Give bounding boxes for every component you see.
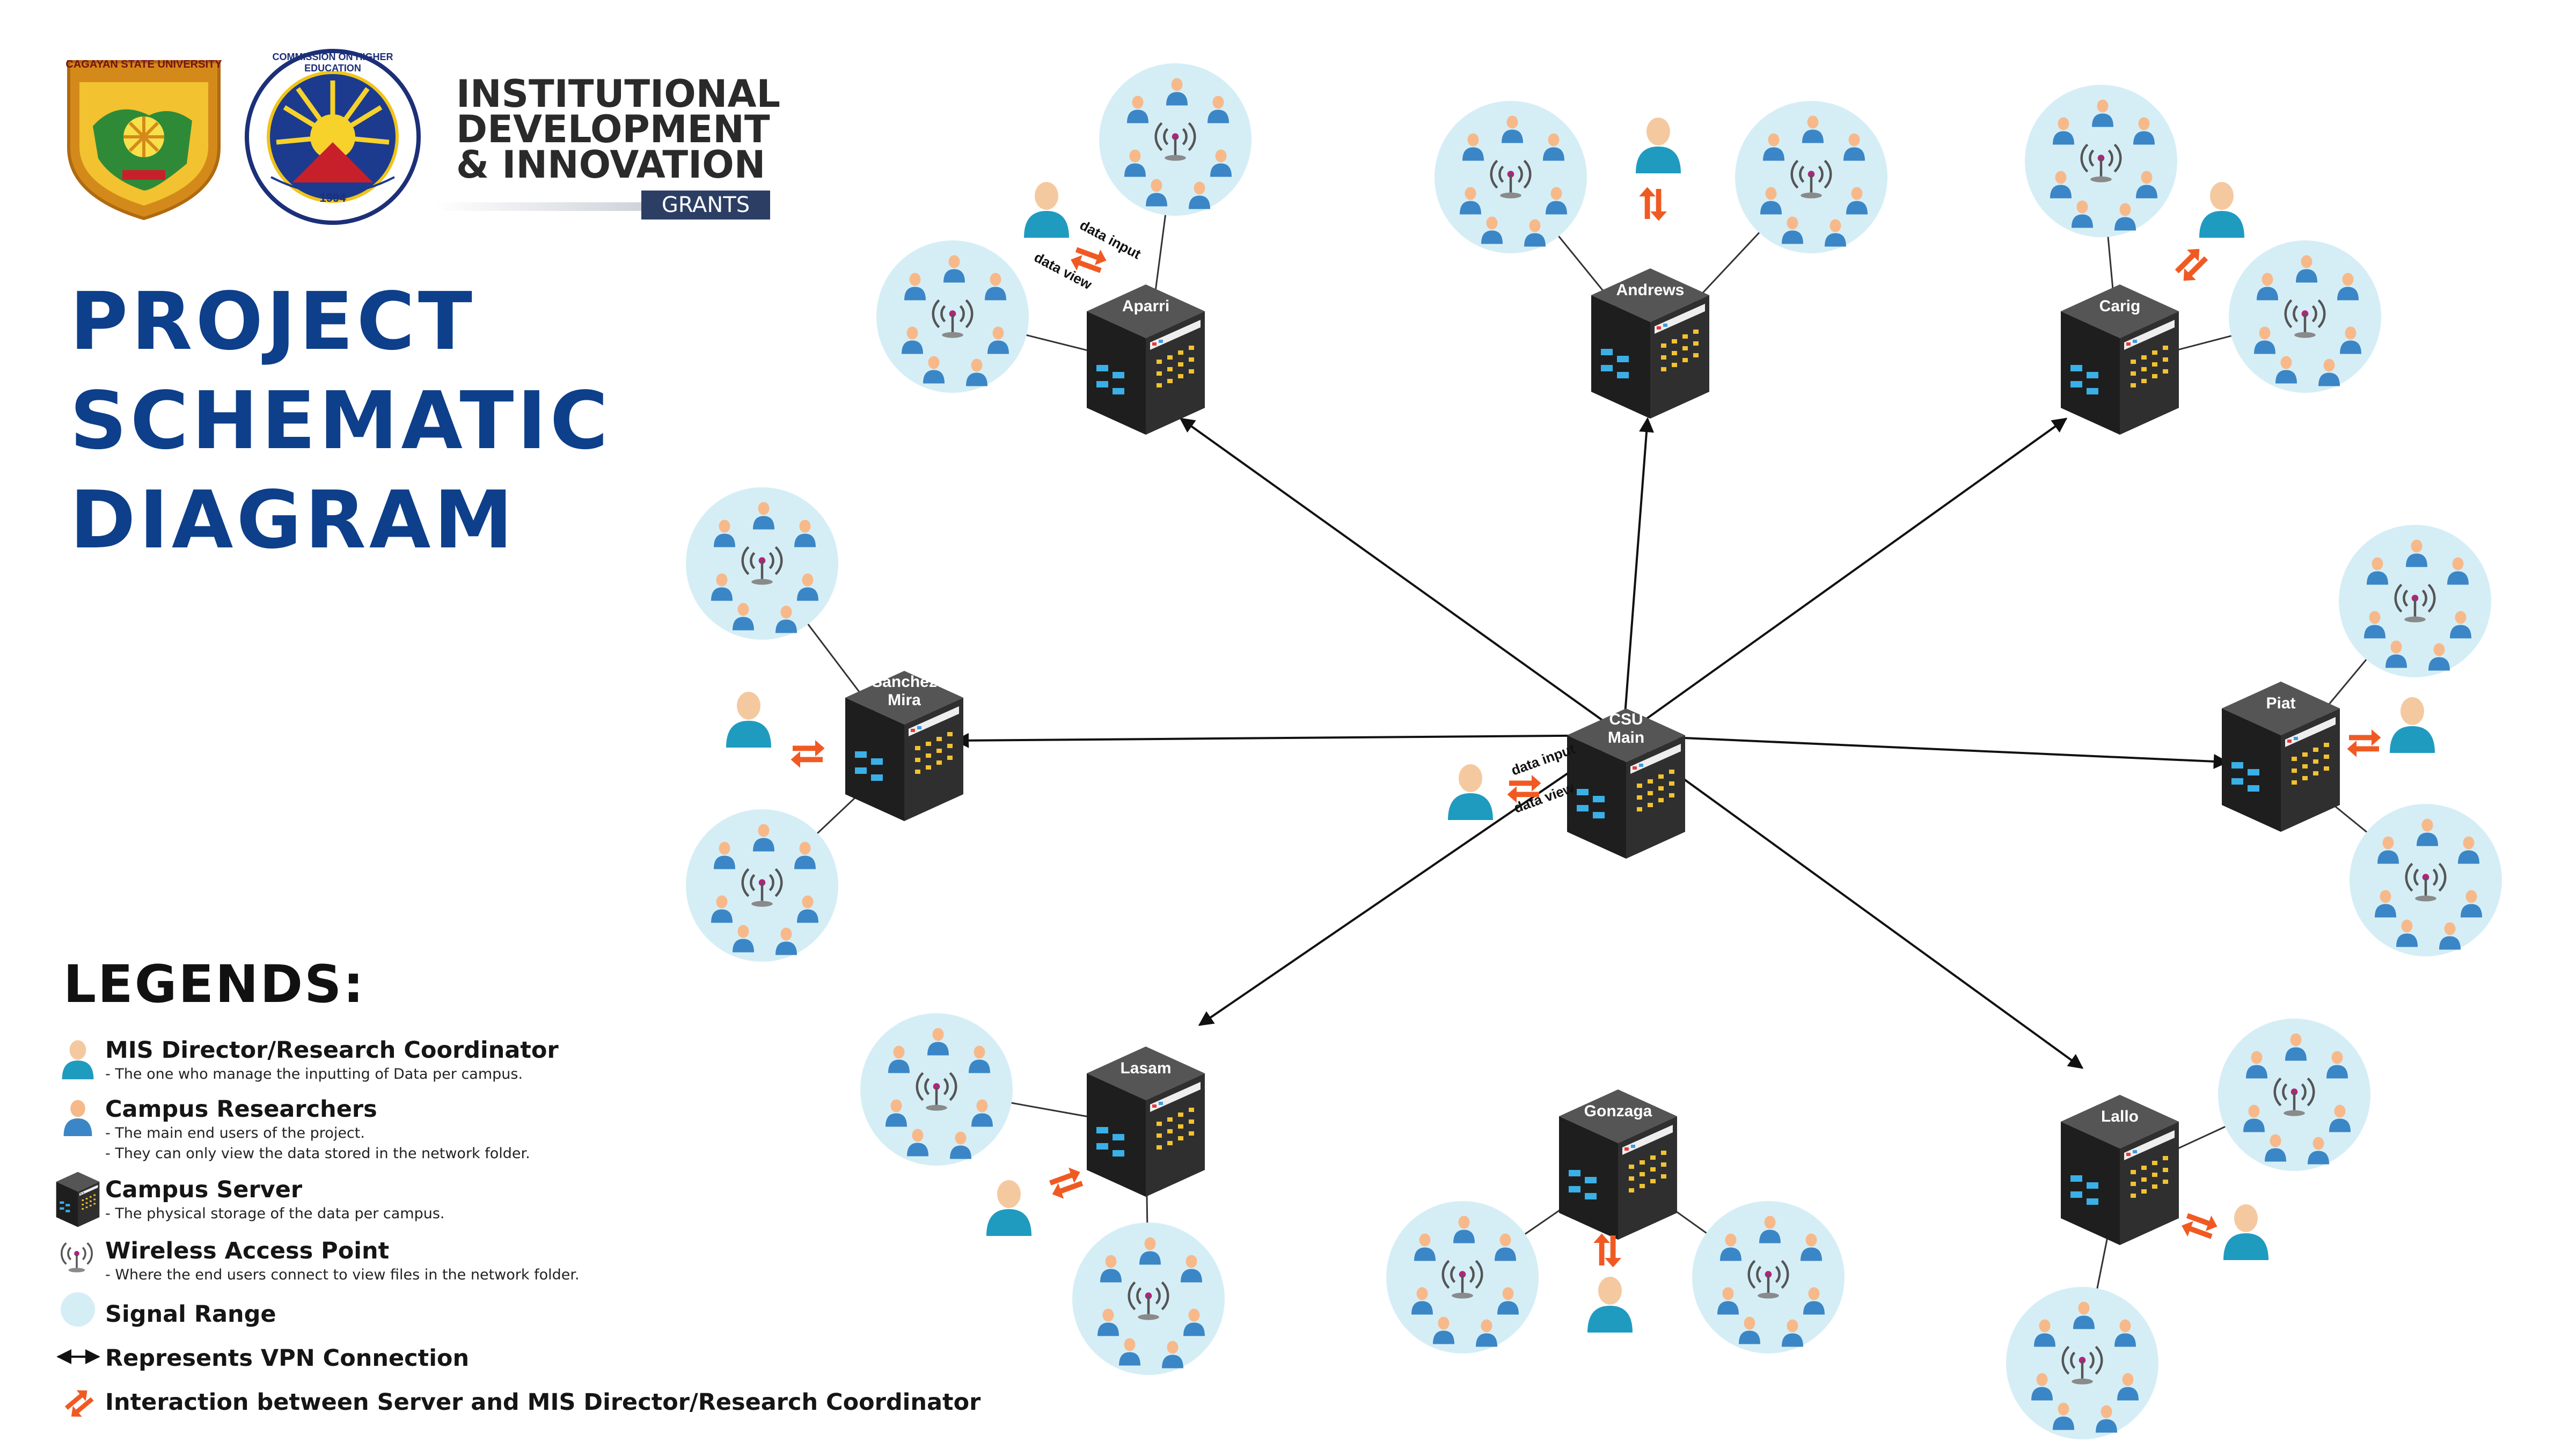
legend-label-campus-server: Campus Server [105, 1176, 303, 1203]
piat-interaction-arrows-icon [2347, 729, 2381, 757]
legend-label-mis-director: MIS Director/Research Coordinator [105, 1037, 559, 1064]
legend-signal-range-icon [61, 1292, 95, 1327]
signal-clusters [686, 63, 2502, 1439]
vpn-line-lasam [1198, 734, 1625, 1026]
vpn-line-andrews [1616, 417, 1655, 737]
carig-interaction-arrows [2169, 243, 2214, 287]
legend-desc-researchers-1: - The main end users of the project. [105, 1125, 365, 1141]
legend-label-researchers: Campus Researchers [105, 1096, 377, 1123]
vpn-line-lallo [1622, 734, 2084, 1069]
carig-server-label: Carig [2099, 297, 2141, 315]
idig-line-1: INSTITUTIONAL [456, 72, 781, 116]
csu-ring-text: CAGAYAN STATE UNIVERSITY [65, 58, 222, 70]
title-line-3: DIAGRAM [70, 474, 516, 566]
lasam-mis-director-icon [986, 1180, 1031, 1236]
ched-ring-text: COMMISSION ON HIGHER EDUCATION [272, 52, 393, 74]
csu-main-server-label-2: Main [1608, 729, 1644, 747]
piat-server-label: Piat [2266, 694, 2295, 712]
grants-badge: GRANTS [641, 191, 770, 219]
title-line-2: SCHEMATIC [70, 375, 612, 467]
legend-desc-wireless-ap: - Where the end users connect to view fi… [105, 1267, 580, 1283]
legend-mis-director-icon [62, 1040, 94, 1080]
lallo-server-label: Lallo [2101, 1108, 2139, 1125]
carig-mis-director-icon [2199, 182, 2244, 238]
andrews-server-label: Andrews [1616, 281, 1685, 299]
csu-main-mis-director-icon [1448, 764, 1493, 820]
carig-interaction-arrows-icon [2169, 243, 2214, 287]
andrews-mis-director-icon [1636, 118, 1681, 173]
legend-wireless-access-point-icon [61, 1242, 93, 1274]
ched-year: 1994 [319, 191, 346, 204]
legend-desc-mis-director: - The one who manage the inputting of Da… [105, 1066, 523, 1082]
ched-seal-logo: COMMISSION ON HIGHER EDUCATION 1994 [244, 48, 421, 225]
legend-label-signal-range: Signal Range [105, 1301, 276, 1328]
gonzaga-mis-director-icon [1587, 1277, 1633, 1333]
legend-label-vpn: Represents VPN Connection [105, 1345, 470, 1372]
vpn-line-piat [1622, 728, 2229, 769]
legend-desc-campus-server: - The physical storage of the data per c… [105, 1205, 445, 1222]
legend-campus-server-icon [56, 1172, 100, 1227]
sanchez-mira-mis-director-icon [726, 692, 771, 748]
lallo-interaction-arrows-icon [2178, 1207, 2220, 1245]
csu-seal-logo: CAGAYAN STATE UNIVERSITY [63, 56, 224, 223]
grants-divider [435, 202, 641, 211]
vpn-connections [954, 417, 2229, 1069]
aparri-mis-director-icon [1024, 182, 1069, 238]
idig-line-3: & INNOVATION [456, 143, 766, 187]
vpn-line-aparri [1179, 418, 1625, 736]
lasam-server-label: Lasam [1120, 1059, 1171, 1077]
legend-interaction-arrows-icon [60, 1385, 98, 1422]
aparri-server-label: Aparri [1122, 297, 1169, 315]
piat-mis-director-icon [2390, 697, 2435, 753]
legend-interaction-arrows [60, 1385, 98, 1422]
legend-icons [56, 1040, 100, 1422]
sanchez-mira-interaction-arrows-icon [791, 740, 825, 768]
sanchez-mira-interaction-arrows [791, 740, 825, 768]
lallo-interaction-arrows [2178, 1207, 2220, 1245]
legend-heading: LEGENDS: [63, 954, 365, 1014]
lasam-interaction-arrows-icon [1045, 1164, 1087, 1202]
idig-line-2: DEVELOPMENT [456, 107, 770, 151]
title-line-1: PROJECT [70, 275, 475, 368]
lasam-interaction-arrows [1045, 1164, 1087, 1202]
piat-interaction-arrows [2347, 729, 2381, 757]
sanchez-mira-server-label-1: Sanchez [872, 673, 937, 691]
legend-desc-researchers-2: - They can only view the data stored in … [105, 1145, 530, 1162]
lallo-mis-director-icon [2223, 1204, 2268, 1260]
sanchez-mira-server-label-2: Mira [888, 691, 921, 709]
vpn-line-carig [1622, 418, 2068, 736]
gonzaga-server-label: Gonzaga [1584, 1102, 1652, 1120]
andrews-interaction-arrows [1639, 187, 1667, 221]
legend-label-interaction: Interaction between Server and MIS Direc… [105, 1389, 981, 1416]
legend-campus-researcher-icon [63, 1100, 92, 1136]
legend-label-wireless-ap: Wireless Access Point [105, 1238, 390, 1264]
csu-main-server-label-1: CSU [1609, 711, 1643, 728]
vpn-line-sanchez-mira [954, 728, 1625, 748]
andrews-interaction-arrows-icon [1639, 187, 1667, 221]
